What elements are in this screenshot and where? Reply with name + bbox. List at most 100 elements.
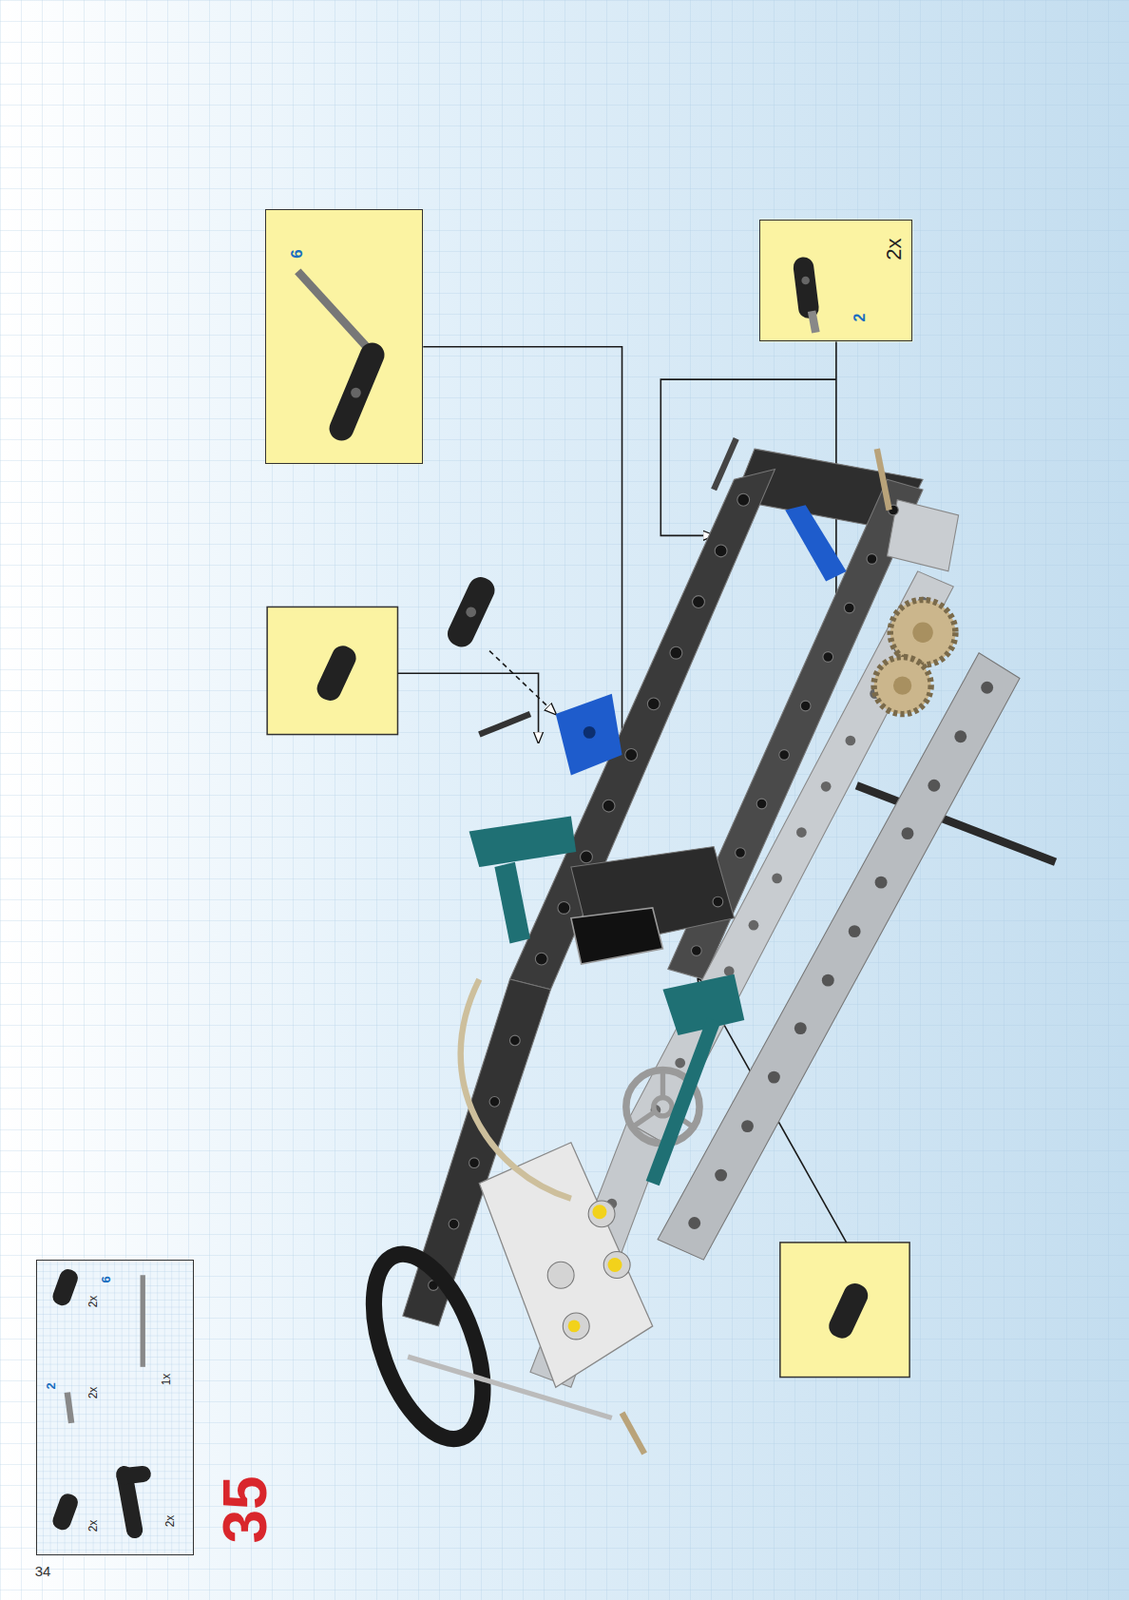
- chassis: [688, 681, 994, 1229]
- parts-panel-grid: [36, 1259, 194, 1555]
- teal-parts: [652, 1019, 714, 1184]
- chassis: [489, 1095, 500, 1107]
- chassis: [843, 602, 855, 613]
- chassis: [602, 799, 615, 812]
- chassis: [571, 907, 664, 964]
- callout-parts: [140, 1274, 146, 1367]
- step-number: 35: [214, 1474, 276, 1543]
- engine: [592, 1204, 607, 1219]
- callout-box: [267, 606, 398, 734]
- chassis: [448, 1218, 460, 1229]
- quantity: 2x: [164, 1514, 176, 1528]
- engine: [478, 1142, 652, 1388]
- engine: [478, 1142, 652, 1388]
- chassis: [845, 735, 857, 747]
- quantity: 1x: [160, 1373, 173, 1386]
- quantity: 2x: [87, 1519, 99, 1532]
- callout-parts: [50, 267, 872, 1532]
- callout-parts: [124, 1473, 143, 1475]
- callout-parts: [801, 276, 810, 286]
- chassis: [954, 729, 967, 743]
- blue-parts: [784, 504, 846, 581]
- chassis: [402, 438, 1056, 1454]
- chassis: [622, 1412, 646, 1454]
- connector-part: [443, 573, 499, 651]
- chassis: [657, 652, 1020, 1260]
- chassis: [794, 1021, 807, 1034]
- gears: [874, 599, 957, 714]
- chassis: [669, 646, 683, 659]
- chassis: [901, 826, 915, 840]
- wheel: [351, 1239, 504, 1454]
- chassis: [771, 872, 783, 883]
- engine: [562, 1312, 590, 1340]
- hose: [460, 978, 572, 1199]
- engine: [603, 1251, 631, 1279]
- callout-ground: [759, 219, 913, 343]
- length-number: 6: [288, 248, 306, 258]
- chassis: [822, 651, 834, 663]
- chassis: [674, 1057, 686, 1069]
- chassis: [688, 1216, 701, 1229]
- blue-parts: [555, 504, 847, 775]
- quantity: 2x: [87, 1386, 99, 1399]
- engine: [568, 1319, 581, 1332]
- steering-wheel: [631, 1111, 655, 1128]
- callout-box: [780, 1242, 910, 1378]
- blue-parts: [555, 693, 623, 776]
- chassis: [848, 924, 862, 938]
- chassis: [535, 952, 548, 965]
- chassis: [510, 1034, 521, 1046]
- blue-parts: [583, 726, 596, 739]
- chassis: [887, 499, 959, 572]
- chassis: [767, 1071, 781, 1084]
- steering-wheel: [653, 1097, 672, 1116]
- length-number: 2: [852, 312, 868, 322]
- quantity: 2x: [883, 237, 905, 260]
- chassis: [822, 974, 835, 987]
- parts-list-box: 2x61x22x2x2x: [36, 1259, 194, 1555]
- callout-box: 6: [265, 209, 423, 464]
- chassis: [756, 798, 767, 809]
- chassis: [877, 448, 890, 510]
- callout-parts: [341, 354, 372, 428]
- chassis: [875, 876, 888, 889]
- callout-parts: [803, 267, 809, 308]
- chassis: [510, 469, 776, 990]
- chassis: [821, 781, 832, 792]
- callout-parts: [824, 1279, 872, 1341]
- chassis: [478, 713, 531, 734]
- teal-parts: [494, 861, 531, 944]
- callout-box: 2x 2: [759, 219, 913, 343]
- chassis: [625, 748, 638, 762]
- gears: [893, 675, 912, 694]
- callout-parts: [67, 1392, 72, 1423]
- engine: [568, 1204, 623, 1332]
- chassis: [737, 493, 750, 506]
- teal-parts: [662, 974, 745, 1035]
- steering-wheel: [660, 1070, 666, 1098]
- chassis: [712, 896, 724, 907]
- chassis: [927, 779, 940, 792]
- gears: [912, 622, 933, 643]
- chassis: [713, 438, 737, 490]
- gears: [874, 656, 932, 714]
- chassis: [748, 919, 760, 931]
- callout-parts: [50, 1491, 80, 1532]
- engine: [547, 1261, 575, 1288]
- chassis: [796, 826, 807, 838]
- model-drawing: [36, 209, 1056, 1555]
- chassis: [557, 901, 571, 915]
- callout-parts: [350, 387, 362, 399]
- chassis: [866, 554, 878, 565]
- connector-part: [464, 605, 479, 619]
- callout-parts: [50, 1491, 80, 1532]
- chassis: [428, 493, 900, 1290]
- engine: [588, 1200, 615, 1227]
- callout-parts: [811, 310, 816, 333]
